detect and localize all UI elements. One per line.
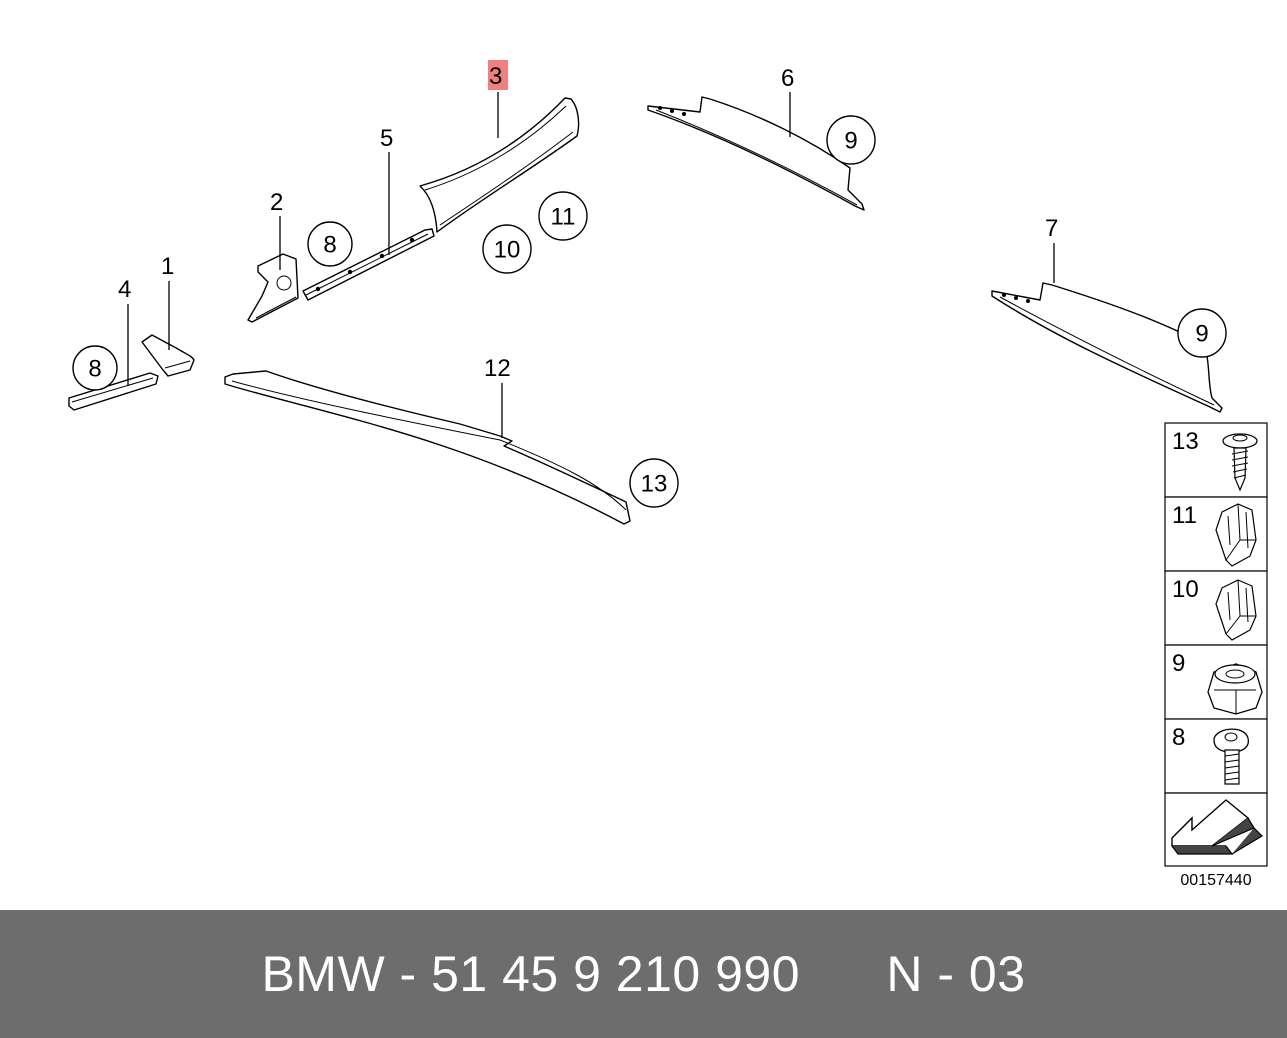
clip-icon [1215, 579, 1257, 641]
svg-text:8: 8 [323, 232, 336, 259]
part-2-bracket[interactable] [247, 253, 299, 323]
svg-text:13: 13 [1172, 428, 1199, 455]
legend-item-11[interactable]: 11 [1164, 496, 1268, 572]
part-6-trim[interactable] [647, 96, 865, 211]
circled-9-right[interactable]: 9 [1177, 308, 1227, 358]
clip-icon [1215, 503, 1257, 567]
svg-text:8: 8 [1172, 724, 1185, 751]
circled-8-left[interactable]: 8 [72, 345, 118, 391]
screw-icon [1222, 433, 1258, 492]
svg-text:9: 9 [1195, 321, 1208, 348]
direction-arrow-box [1164, 792, 1268, 867]
svg-text:8: 8 [88, 356, 101, 383]
footer-separator: - [385, 946, 432, 1002]
svg-text:9: 9 [1172, 650, 1185, 677]
callout-2: 2 [270, 189, 283, 216]
svg-text:13: 13 [641, 471, 668, 498]
footer-bar: BMW - 51 45 9 210 990 N - 03 [0, 910, 1287, 1038]
circled-13[interactable]: 13 [629, 458, 679, 508]
legend-item-8[interactable]: 8 [1164, 718, 1268, 794]
svg-text:10: 10 [494, 237, 521, 264]
legend-item-10[interactable]: 10 [1164, 570, 1268, 646]
svg-text:11: 11 [1172, 502, 1197, 529]
callout-7: 7 [1045, 215, 1058, 242]
callout-3: 3 [489, 63, 502, 90]
legend-item-13[interactable]: 13 [1164, 422, 1268, 498]
parts-diagram: 3 5 2 1 4 12 [68, 60, 1268, 889]
svg-text:11: 11 [551, 204, 576, 231]
part-12-strip[interactable] [224, 370, 631, 525]
part-7-trim[interactable] [991, 282, 1223, 413]
circled-9-upper[interactable]: 9 [826, 115, 876, 165]
footer-brand: BMW [261, 946, 386, 1002]
part-3-trim[interactable] [419, 97, 580, 233]
circled-10[interactable]: 10 [482, 224, 532, 274]
legend-panel: 13 11 10 [1164, 422, 1268, 867]
nut-icon [1207, 663, 1263, 715]
callout-1: 1 [161, 253, 174, 280]
highlight-box [488, 60, 508, 90]
svg-text:10: 10 [1172, 576, 1199, 603]
circled-8-middle[interactable]: 8 [307, 221, 353, 267]
part-4-strip[interactable] [68, 372, 159, 411]
part-1-cover[interactable] [141, 334, 195, 377]
direction-arrow-icon [1171, 799, 1263, 855]
legend-item-9[interactable]: 9 [1164, 644, 1268, 720]
bolt-icon [1213, 728, 1250, 785]
callout-5: 5 [380, 125, 393, 152]
footer-gap [800, 945, 886, 1003]
circled-11[interactable]: 11 [538, 191, 588, 241]
footer-position: N - 03 [886, 946, 1026, 1002]
svg-text:9: 9 [844, 128, 857, 155]
footer-part-number: 51 45 9 210 990 [431, 946, 801, 1002]
callout-4: 4 [118, 276, 131, 303]
callout-12: 12 [484, 355, 511, 382]
part-5-strip[interactable] [302, 228, 435, 301]
reference-code: 00157440 [1180, 872, 1251, 889]
callout-6: 6 [781, 65, 794, 92]
